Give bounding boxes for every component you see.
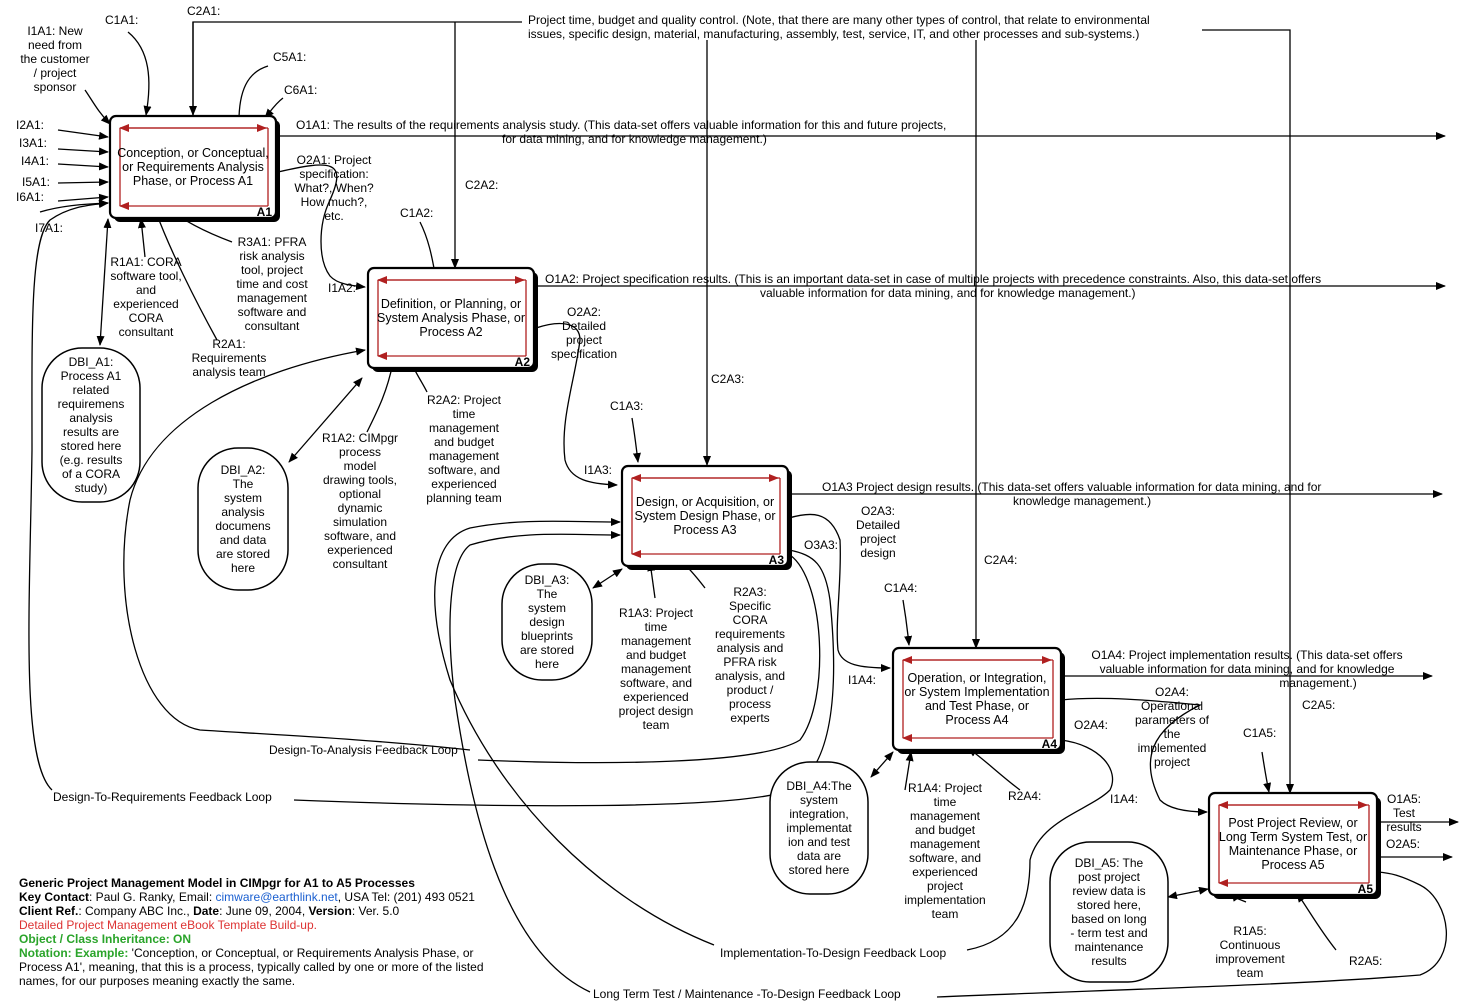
o2a4-left-label: O2A4: [1074,718,1108,732]
c1a2-label: C1A2: [400,206,433,220]
o1a3-label: O1A3 Project design results. (This data-… [822,480,1321,508]
i1a2-label: I1A2: [328,281,356,295]
o3a3-label: O3A3: [804,538,838,552]
legend-template: Detailed Project Management eBook Templa… [19,918,317,932]
process-boxes: Conception, or Conceptual,or Requirement… [108,114,1381,899]
controls-header: Project time, budget and quality control… [528,13,1150,41]
o1a4-label: O1A4: Project implementation results. (T… [1091,648,1402,690]
legend-contact: Key Contact: Paul G. Ranky, Email: cimwa… [19,890,475,904]
process-box-a1: Conception, or Conceptual,or Requirement… [108,114,280,222]
contact-email-link[interactable]: cimware@earthlink.net [215,890,338,904]
c2a4-label: C2A4: [984,553,1017,567]
i5a1-label: I5A1: [22,175,50,189]
legend-title: Generic Project Management Model in CIMp… [19,876,415,890]
r2a5-label: R2A5: [1349,954,1382,968]
o1a1-label: O1A1: The results of the requirements an… [296,118,946,146]
loop-long-term: Long Term Test / Maintenance -To-Design … [593,987,901,1001]
c2a2-label: C2A2: [465,178,498,192]
process-box-a4: Operation, or Integration,or System Impl… [891,646,1065,754]
i6a1-label: I6A1: [16,190,44,204]
loop-design-to-requirements: Design-To-Requirements Feedback Loop [53,790,272,804]
i7a1-label: I7A1: [35,221,63,235]
c1a3-label: C1A3: [610,399,643,413]
legend-notation-3: names, for our purposes meaning exactly … [19,974,296,988]
c2a3-label: C2A3: [711,372,744,386]
process-id: A3 [769,553,785,567]
process-id: A2 [515,355,531,369]
c1a5-label: C1A5: [1243,726,1276,740]
i3a1-label: I3A1: [19,136,47,150]
process-id: A5 [1358,882,1374,896]
c1a1-label: C1A1: [105,13,138,27]
i2a1-label: I2A1: [16,118,44,132]
c2a5-label: C2A5: [1302,698,1335,712]
i4a1-label: I4A1: [21,154,49,168]
o1a2-label: O1A2: Project specification results. (Th… [545,272,1321,300]
legend: Generic Project Management Model in CIMp… [19,876,539,988]
i1a4-label: I1A4: [848,673,876,687]
r2a4-label: R2A4: [1008,789,1041,803]
c1a4-label: C1A4: [884,581,917,595]
c5a1-label: C5A1: [273,50,306,64]
process-label: Operation, or Integration,or System Impl… [904,671,1049,727]
loop-implementation-to-design: Implementation-To-Design Feedback Loop [720,946,946,960]
legend-client: Client Ref.: Company ABC Inc., Date: Jun… [19,904,400,918]
legend-notation-2: Process A1', meaning, that this is a pro… [19,960,484,974]
process-label: Conception, or Conceptual,or Requirement… [117,146,268,188]
labels: Project time, budget and quality control… [16,4,1422,1001]
process-id: A1 [257,205,273,219]
legend-notation: Notation: Example: 'Conception, or Conce… [19,946,474,960]
c2a1-label: C2A1: [187,4,220,18]
loop-design-to-analysis: Design-To-Analysis Feedback Loop [269,743,458,757]
process-id: A4 [1042,737,1058,751]
i1a3-label: I1A3: [584,463,612,477]
o2a5-label: O2A5: [1386,837,1420,851]
legend-inheritance: Object / Class Inheritance: ON [19,932,192,946]
c6a1-label: C6A1: [284,83,317,97]
i1a4b-label: I1A4: [1110,792,1138,806]
